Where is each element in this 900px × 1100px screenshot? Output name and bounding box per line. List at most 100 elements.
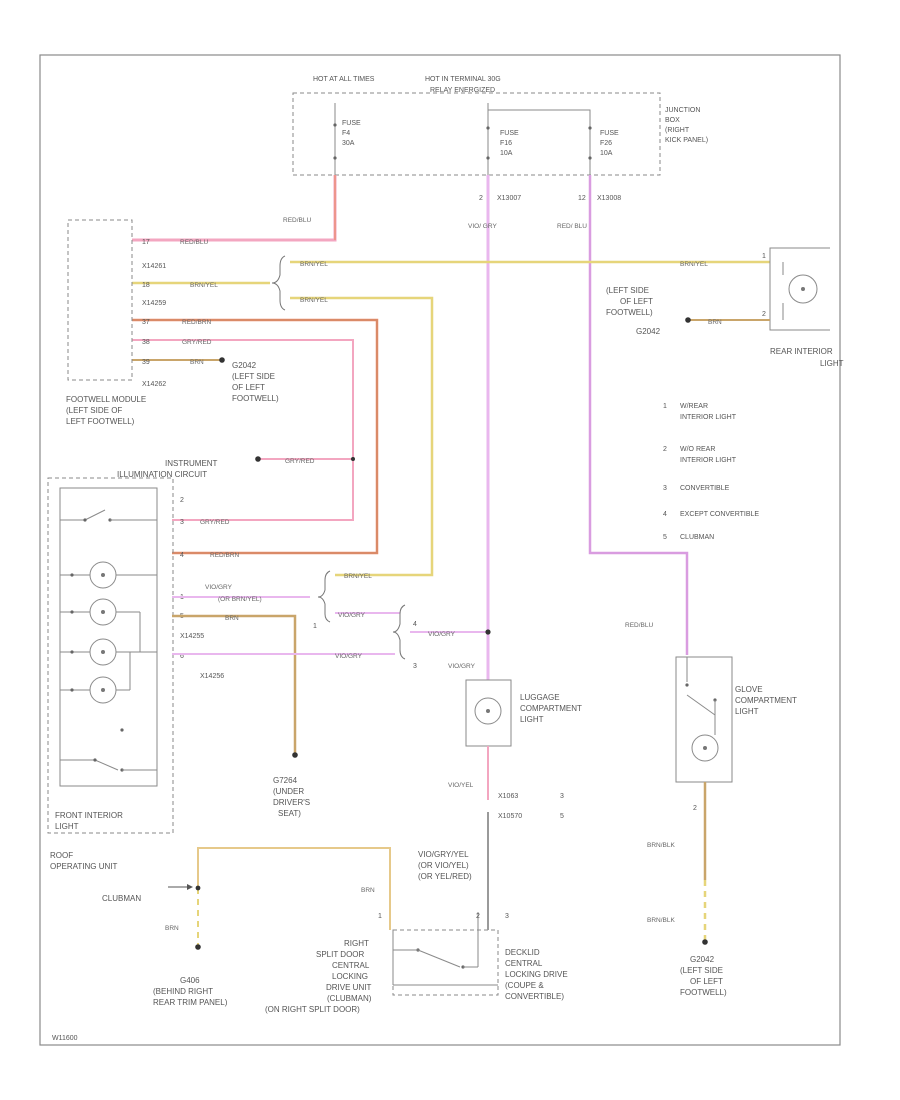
wire-label-vio-gry-2: VIO/GRY xyxy=(205,584,233,591)
wire-label-brn-blk-2: BRN/BLK xyxy=(647,917,675,924)
glove-label-3: LIGHT xyxy=(735,707,759,716)
front-pin-x14255: X14255 xyxy=(180,633,204,640)
switch-pin-1: 1 xyxy=(378,913,382,920)
wire-label-brn-yel-3: BRN/YEL xyxy=(300,297,328,304)
rear-interior-light: 1 2 BRN (LEFT SIDE OF LEFT FOOTWELL) G20… xyxy=(606,247,844,368)
decklid-label-5: CONVERTIBLE) xyxy=(505,992,564,1001)
roof-label-2: OPERATING UNIT xyxy=(50,862,118,871)
fuse1-amp: 30A xyxy=(342,140,355,147)
wire-red-brn xyxy=(132,318,379,555)
wire-label-brn: BRN xyxy=(190,359,204,366)
footwell-module: 17 X14261 18 X14259 37 38 39 X14262 FOOT… xyxy=(66,219,279,426)
footwell-ground-2: (LEFT SIDE xyxy=(232,372,275,381)
luggage-pin-3: 3 xyxy=(560,793,564,800)
note-1-num: 1 xyxy=(663,403,667,410)
footwell-ground-1: G2042 xyxy=(232,361,257,370)
fuse2-num: F16 xyxy=(500,140,512,147)
diagram-frame xyxy=(39,54,841,1046)
right-split-label-4: LOCKING xyxy=(332,972,368,981)
corner-code: W11600 xyxy=(52,1035,78,1042)
glove-compartment-light: GLOVE COMPARTMENT LIGHT 2 BRN/BLK BRN/BL… xyxy=(647,656,797,997)
wire-label-brn-blk: BRN/BLK xyxy=(647,842,675,849)
g406-label-3: REAR TRIM PANEL) xyxy=(153,998,228,1007)
front-pin-3: 3 xyxy=(180,519,184,526)
junction-box-label-3: (RIGHT xyxy=(665,127,690,134)
rear-side-4: G2042 xyxy=(636,327,661,336)
fuse3-num: F26 xyxy=(600,140,612,147)
footwell-pin-x14262: X14262 xyxy=(142,381,166,388)
luggage-pin-x1063: X1063 xyxy=(498,793,518,800)
right-split-label-2: SPLIT DOOR xyxy=(316,950,365,959)
note-4-num: 4 xyxy=(663,511,667,518)
note-2-text-2: INTERIOR LIGHT xyxy=(680,457,737,464)
front-interior-light: FRONT INTERIOR LIGHT ROOF OPERATING UNIT… xyxy=(47,477,224,871)
luggage-pin-x10570: X10570 xyxy=(498,813,522,820)
splice-pin-3: 3 xyxy=(413,663,417,670)
wire-label-vio-gry-yel: VIO/GRY/YEL xyxy=(418,850,469,859)
footwell-ground-4: FOOTWELL) xyxy=(232,394,279,403)
wire-label-brn-yel-2: BRN/YEL xyxy=(190,282,218,289)
front-interior-label-2: LIGHT xyxy=(55,822,79,831)
hot-at-all-times-label: HOT AT ALL TIMES xyxy=(313,76,375,83)
note-1-text-2: INTERIOR LIGHT xyxy=(680,414,737,421)
note-3-num: 3 xyxy=(663,485,667,492)
footwell-ground-3: OF LEFT xyxy=(232,383,265,392)
wire-label-red-blu-2: RED/BLU xyxy=(180,239,208,246)
footwell-label-2: (LEFT SIDE OF xyxy=(66,406,122,415)
pin-x13008-label: X13008 xyxy=(597,195,621,202)
glove-label-1: GLOVE xyxy=(735,685,763,694)
g2042b-label-1: G2042 xyxy=(690,955,715,964)
footwell-label-1: FOOTWELL MODULE xyxy=(66,395,146,404)
wire-label-red-brn-2: RED/BRN xyxy=(210,552,240,559)
junction-box-label-2: BOX xyxy=(665,117,680,124)
footwell-pin-37: 37 xyxy=(142,319,150,326)
wire-label-gry-red-2: GRY/RED xyxy=(285,458,315,465)
g2042b-label-2: (LEFT SIDE xyxy=(680,966,723,975)
junction-box-label-4: KICK PANEL) xyxy=(665,137,708,144)
front-pin-6: 6 xyxy=(180,653,184,660)
right-split-label-7: (ON RIGHT SPLIT DOOR) xyxy=(265,1005,360,1014)
g7264-label-1: G7264 xyxy=(273,776,298,785)
notes-legend: 1 W/REAR INTERIOR LIGHT 2 W/O REAR INTER… xyxy=(663,403,759,541)
front-pin-2: 2 xyxy=(180,497,184,504)
wire-brn-yel-down xyxy=(290,296,434,577)
wire-label-gry-red-3: GRY/RED xyxy=(200,519,230,526)
luggage-pin-5: 5 xyxy=(560,813,564,820)
note-4-text: EXCEPT CONVERTIBLE xyxy=(680,511,759,518)
luggage-compartment-light: LUGGAGE COMPARTMENT LIGHT VIO/YEL X1063 … xyxy=(448,679,582,910)
wire-label-vio-gry-5: VIO/GRY xyxy=(428,631,456,638)
wire-label-brn-5: BRN xyxy=(361,887,375,894)
note-5-num: 5 xyxy=(663,534,667,541)
footwell-pin-39: 39 xyxy=(142,359,150,366)
wire-label-gry-red: GRY/RED xyxy=(182,339,212,346)
fuse2-amp: 10A xyxy=(500,150,513,157)
hot-in-terminal-label: HOT IN TERMINAL 30G xyxy=(425,76,501,83)
right-split-label-6: (CLUBMAN) xyxy=(327,994,372,1003)
wire-label-brn-3: BRN xyxy=(225,615,239,622)
front-interior-label-1: FRONT INTERIOR xyxy=(55,811,123,820)
rear-pin-2: 2 xyxy=(762,311,766,318)
footwell-pin-17: 17 xyxy=(142,239,150,246)
wire-label-or-brn-yel: (OR BRN/YEL) xyxy=(218,596,262,603)
luggage-label-1: LUGGAGE xyxy=(520,693,560,702)
wire-label-red-blu-f26: RED/ BLU xyxy=(557,223,587,230)
decklid-label-1: DECKLID xyxy=(505,948,540,957)
wire-label-or-yel-red: (OR YEL/RED) xyxy=(418,872,472,881)
clubman-label: CLUBMAN xyxy=(102,894,141,903)
wire-label-vio-gry-3: VIO/GRY xyxy=(335,653,363,660)
relay-energized-label: RELAY ENERGIZED xyxy=(430,87,495,94)
wire-label-red-blu-glove: RED/BLU xyxy=(625,622,653,629)
junction-box-label-1: JUNCTION xyxy=(665,107,700,114)
wire-label-brn-rear: BRN xyxy=(708,319,722,326)
switch-pin-3: 3 xyxy=(505,913,509,920)
splice-pin-1: 1 xyxy=(313,623,317,630)
luggage-label-2: COMPARTMENT xyxy=(520,704,582,713)
rear-label-2: LIGHT xyxy=(820,359,844,368)
wire-label-vio-gry: VIO/ GRY xyxy=(468,223,497,230)
fuse3-amp: 10A xyxy=(600,150,613,157)
glove-pin-2: 2 xyxy=(693,805,697,812)
decklid-switch xyxy=(392,929,499,996)
wire-label-vio-yel: VIO/YEL xyxy=(448,782,474,789)
wire-label-brn-4: BRN xyxy=(165,925,179,932)
note-2-num: 2 xyxy=(663,446,667,453)
